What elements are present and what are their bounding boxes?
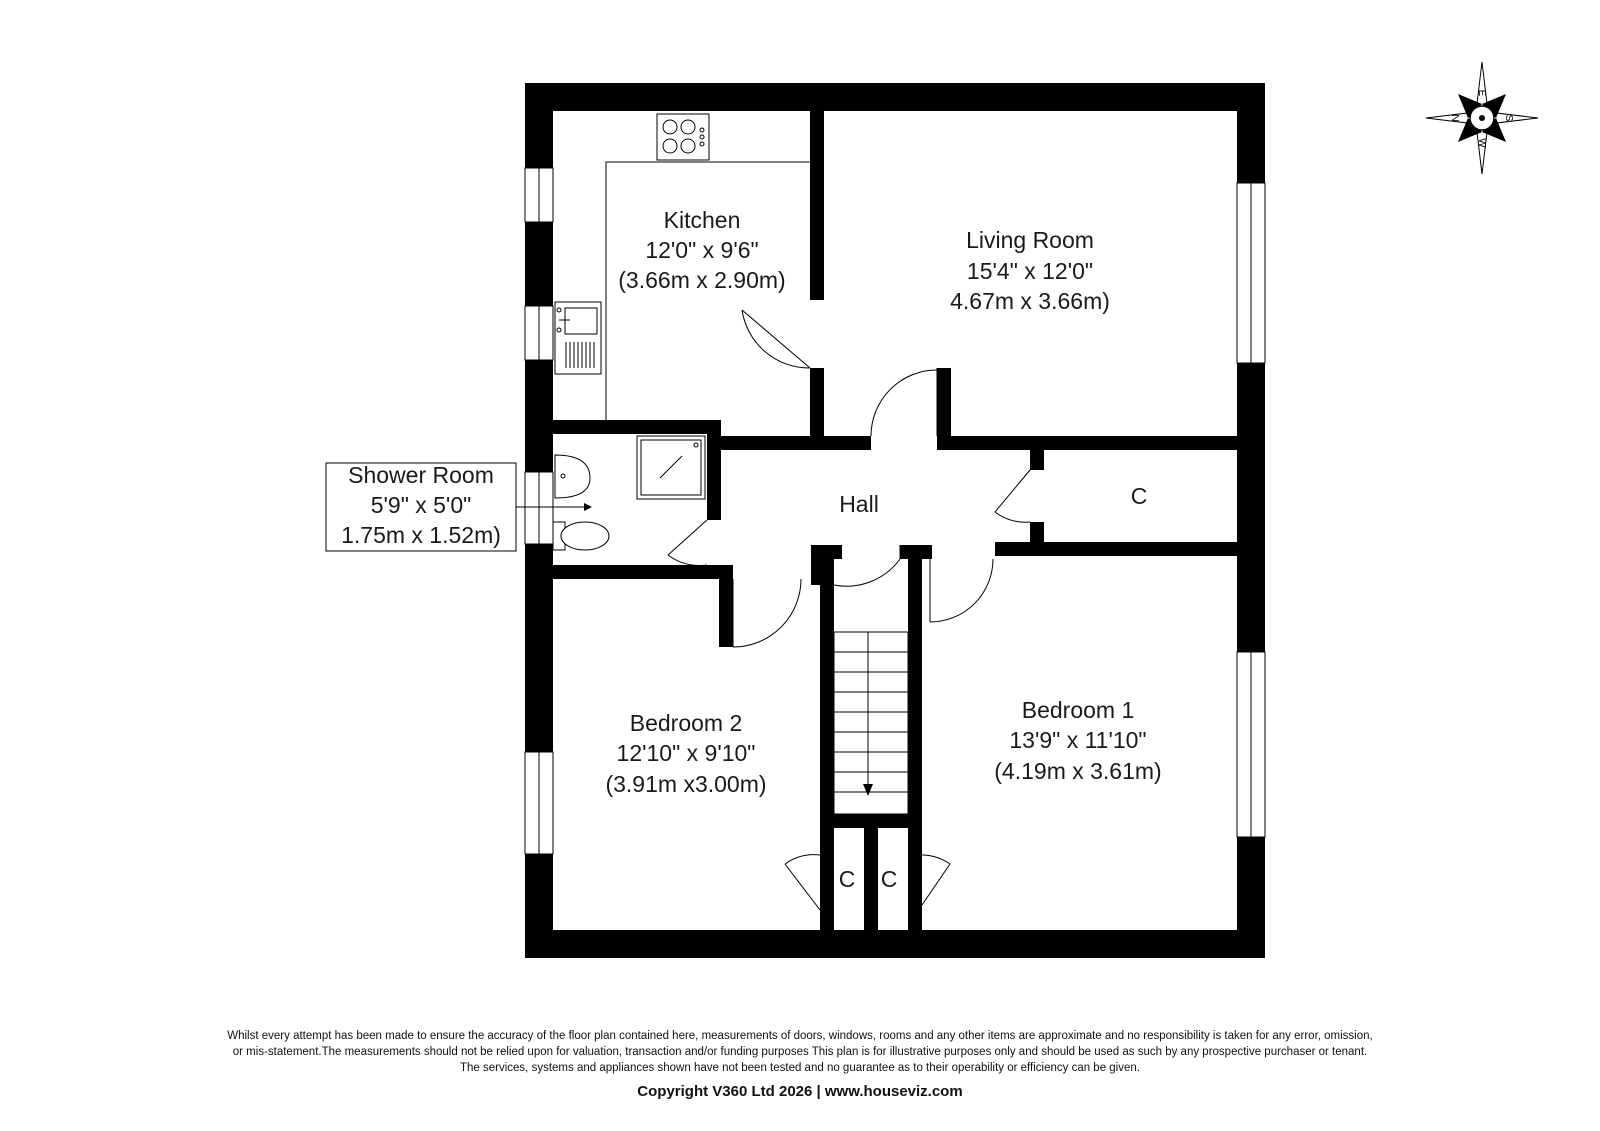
shower-fixtures	[516, 435, 706, 551]
compass-rose: E S W N	[1425, 61, 1539, 175]
closet-label-left: C	[839, 866, 856, 892]
kitchen-size-metric: (3.66m x 2.90m)	[618, 267, 785, 293]
living-room-label: Living Room 15'4" x 12'0" 4.67m x 3.66m)	[950, 227, 1110, 314]
living-room-name: Living Room	[966, 227, 1094, 253]
compass-label-s: S	[1503, 115, 1514, 122]
living-room-size-imperial: 15'4" x 12'0"	[967, 258, 1093, 284]
drainer-icon	[565, 342, 595, 368]
shower-room-label: Shower Room 5'9" x 5'0" 1.75m x 1.52m)	[325, 462, 517, 552]
bedroom-1-size-metric: (4.19m x 3.61m)	[994, 758, 1161, 784]
kitchen-size-imperial: 12'0" x 9'6"	[645, 237, 758, 263]
bedroom-1-name: Bedroom 1	[1022, 697, 1135, 723]
bedroom-1-label: Bedroom 1 13'9" x 11'10" (4.19m x 3.61m)	[994, 697, 1161, 784]
disclaimer-line-2: or mis-statement.The measurements should…	[232, 1046, 1368, 1058]
bedroom-2-size-imperial: 12'10" x 9'10"	[617, 740, 756, 766]
shower-room-label-box	[325, 462, 517, 552]
bedroom-2-label: Bedroom 2 12'10" x 9'10" (3.91m x3.00m)	[605, 710, 766, 797]
living-room-size-metric: 4.67m x 3.66m)	[950, 288, 1110, 314]
closet-label-right: C	[1131, 483, 1148, 509]
kitchen-name: Kitchen	[664, 207, 741, 233]
shower-room-size-metric: 1.75m x 1.52m)	[341, 522, 501, 548]
kitchen-fixtures	[554, 113, 810, 420]
bedroom-2-name: Bedroom 2	[630, 710, 743, 736]
toilet-icon	[560, 521, 610, 551]
basin-icon	[554, 454, 591, 499]
shower-room-size-imperial: 5'9" x 5'0"	[371, 492, 472, 518]
doors	[667, 309, 1031, 911]
hob-icon	[656, 113, 710, 161]
compass-label-w: W	[1476, 138, 1487, 148]
disclaimer-line-3: The services, systems and appliances sho…	[460, 1062, 1140, 1074]
bedroom-1-size-imperial: 13'9" x 11'10"	[1009, 727, 1146, 753]
closet-label-center: C	[881, 866, 898, 892]
copyright: Copyright V360 Ltd 2026 | www.houseviz.c…	[637, 1083, 963, 1100]
windows-left	[524, 167, 554, 855]
disclaimer-line-1: Whilst every attempt has been made to en…	[227, 1030, 1373, 1042]
stairs	[833, 631, 909, 815]
shower-room-name: Shower Room	[348, 462, 494, 488]
compass-label-e: E	[1476, 90, 1487, 97]
disclaimer: Whilst every attempt has been made to en…	[0, 1028, 1600, 1076]
hall-name: Hall	[839, 491, 879, 517]
compass-label-n: N	[1449, 114, 1460, 121]
windows-right	[1236, 182, 1266, 838]
bedroom-2-size-metric: (3.91m x3.00m)	[605, 771, 766, 797]
internal-walls	[553, 111, 1237, 930]
kitchen-label: Kitchen 12'0" x 9'6" (3.66m x 2.90m)	[618, 207, 785, 293]
